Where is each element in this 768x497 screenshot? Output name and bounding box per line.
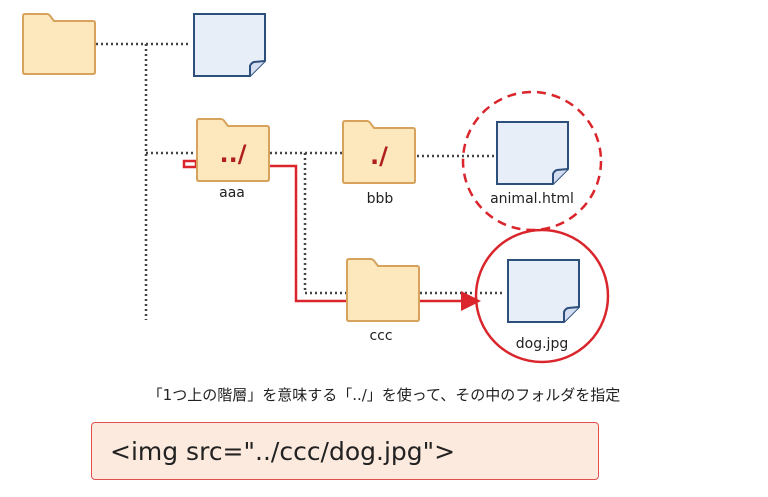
folder-diagram: ../ aaa ./ bbb ccc animal.html dog.jpg: [22, 13, 610, 364]
dog-file-icon: [507, 259, 580, 323]
animal-label: animal.html: [490, 191, 574, 207]
highlight-stub: [182, 159, 198, 169]
animal-file-icon: [496, 121, 569, 185]
ccc-folder-icon: [346, 258, 420, 322]
code-snippet: <img src="../ccc/dog.jpg">: [110, 436, 456, 466]
bbb-folder-text: ./: [370, 142, 388, 170]
caption-text: 「1つ上の階層」を意味する「../」を使って、その中のフォルダを指定: [147, 386, 621, 404]
code-box: <img src="../ccc/dog.jpg">: [91, 422, 599, 480]
root-folder-icon: [22, 13, 96, 75]
aaa-folder-text: ../: [220, 140, 247, 168]
ccc-label: ccc: [369, 328, 392, 344]
tree-connectors: [96, 42, 505, 320]
aaa-folder-icon: ../: [196, 118, 270, 182]
top-file-icon: [193, 13, 266, 77]
aaa-label: aaa: [219, 185, 245, 201]
bbb-folder-icon: ./: [342, 120, 416, 184]
bbb-label: bbb: [367, 191, 394, 207]
dog-label: dog.jpg: [516, 336, 568, 352]
dog-solid-circle: [474, 228, 610, 364]
